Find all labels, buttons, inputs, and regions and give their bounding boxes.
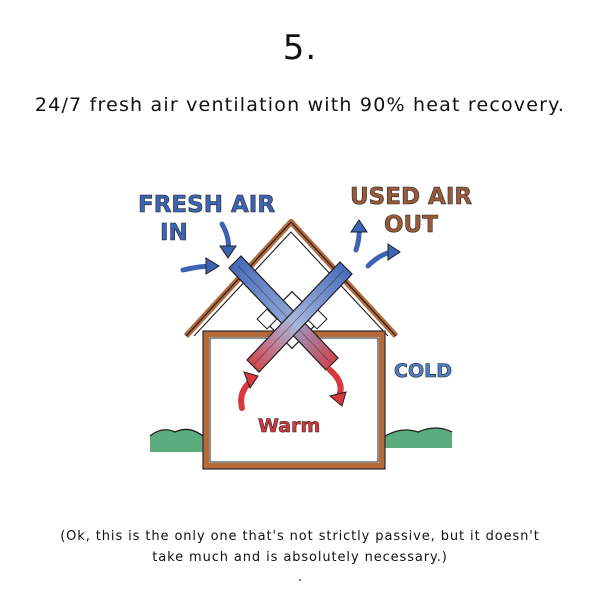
used-air-label-out: OUT: [384, 212, 438, 238]
fresh-air-label-in: IN: [160, 220, 188, 246]
arrow-in-icon: [180, 221, 237, 275]
footnote-line-1: (Ok, this is the only one that's not str…: [60, 529, 540, 544]
warm-label: Warm: [258, 415, 320, 437]
circular-arrows-icon: [238, 367, 347, 411]
headline: 24/7 fresh air ventilation with 90% heat…: [34, 94, 566, 116]
decorative-dot: [299, 579, 301, 581]
used-air-duct: [246, 261, 353, 373]
fresh-air-label: FRESH AIR: [138, 192, 275, 218]
footnote-line-2: take much and is absolutely necessary.): [152, 550, 448, 565]
used-air-label: USED AIR: [350, 184, 472, 210]
footnote: (Ok, this is the only one that's not str…: [40, 526, 560, 568]
grass-left: [149, 428, 211, 452]
cold-label: COLD: [394, 360, 452, 382]
step-number: 5.: [282, 28, 318, 68]
arrow-out-icon: [350, 219, 401, 269]
grass-right: [381, 427, 453, 448]
